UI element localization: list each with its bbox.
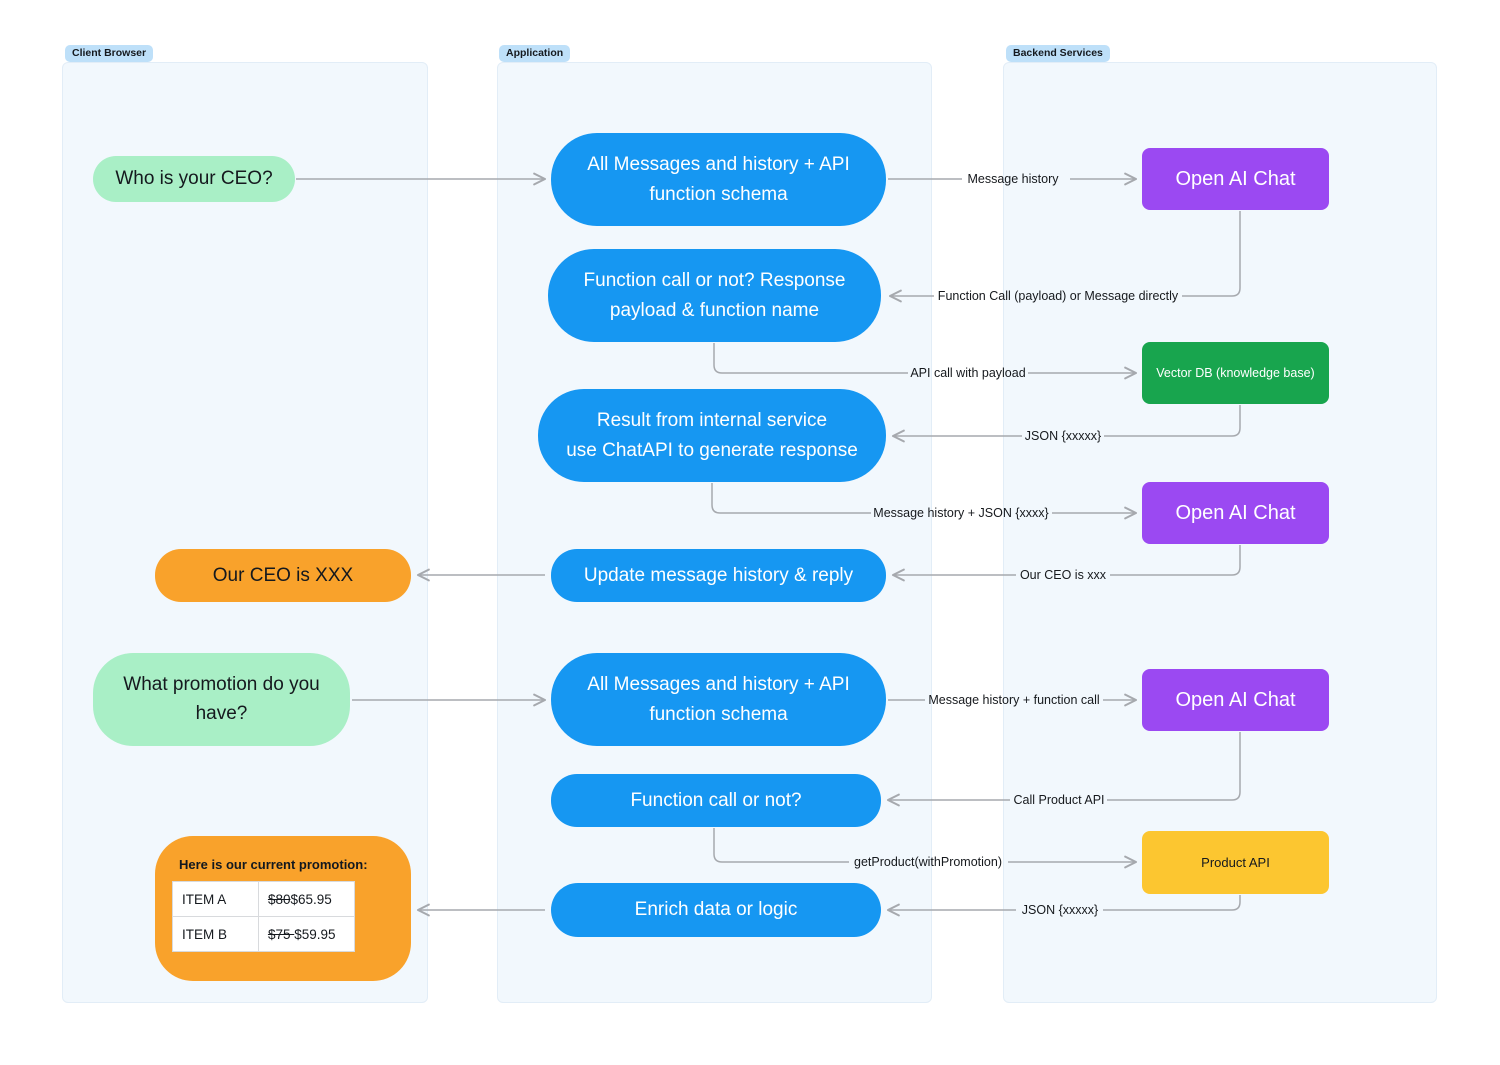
step-line: Result from internal service: [596, 410, 828, 432]
service-label: Vector DB (knowledge base): [1156, 366, 1315, 380]
app-step-update-history: Update message history & reply: [551, 549, 886, 602]
edge-label-history-plus-json: Message history + JSON {xxxx}: [873, 506, 1049, 520]
step-line: All Messages and history + API: [587, 154, 850, 176]
new-price: $59.95: [294, 926, 336, 942]
user-question-ceo-text: Who is your CEO?: [115, 167, 273, 189]
promotion-heading: Here is our current promotion:: [179, 857, 368, 872]
item-name-cell: ITEM A: [172, 881, 259, 917]
edge-label-history-plus-function-call: Message history + function call: [928, 693, 1100, 707]
table-row: ITEM A $80$65.95: [172, 881, 356, 917]
edge-label-message-history: Message history: [967, 172, 1059, 186]
item-name-cell: ITEM B: [172, 916, 259, 952]
openai-chat-box-3: Open AI Chat: [1142, 669, 1329, 731]
item-price-cell: $80$65.95: [257, 881, 356, 917]
app-step-enrich-data: Enrich data or logic: [551, 883, 881, 937]
application-label: Application: [499, 45, 571, 62]
vector-db-box: Vector DB (knowledge base): [1142, 342, 1329, 404]
step-line: Update message history & reply: [583, 564, 854, 586]
service-label: Open AI Chat: [1175, 501, 1296, 524]
app-step-messages-history-2: All Messages and history + API function …: [551, 653, 886, 746]
step-line: Function call or not?: [630, 789, 802, 811]
bot-answer-ceo-text: Our CEO is XXX: [212, 564, 354, 586]
step-line: payload & function name: [609, 299, 820, 321]
edge-label-call-product-api: Call Product API: [1013, 793, 1105, 807]
backend-services-label: Backend Services: [1006, 45, 1110, 62]
app-step-function-call-response: Function call or not? Response payload &…: [548, 249, 881, 342]
user-question-ceo: Who is your CEO?: [93, 156, 295, 202]
promotion-answer-card: Here is our current promotion: ITEM A $8…: [155, 836, 411, 981]
step-line: Function call or not? Response: [583, 270, 846, 292]
app-step-internal-service-result: Result from internal service use ChatAPI…: [538, 389, 886, 482]
step-line: function schema: [649, 183, 788, 205]
step-line: function schema: [649, 703, 788, 725]
user-question-promotion: What promotion do you have?: [93, 653, 350, 746]
step-line: All Messages and history + API: [587, 674, 850, 696]
edge-label-json-1: JSON {xxxxx}: [1024, 429, 1102, 443]
bot-answer-ceo: Our CEO is XXX: [155, 549, 411, 602]
client-browser-label: Client Browser: [65, 45, 154, 62]
user-question-promotion-line2: have?: [195, 702, 248, 724]
openai-chat-box-1: Open AI Chat: [1142, 148, 1329, 210]
step-line: use ChatAPI to generate response: [566, 439, 858, 461]
edge-label-our-ceo: Our CEO is xxx: [1019, 568, 1107, 582]
edge-label-api-call-payload: API call with payload: [910, 366, 1026, 380]
table-row: ITEM B $75 $59.95: [172, 916, 356, 952]
service-label: Product API: [1201, 855, 1270, 870]
old-price: $80: [267, 891, 291, 907]
product-api-box: Product API: [1142, 831, 1329, 894]
edge-label-function-call-or-message: Function Call (payload) or Message direc…: [937, 289, 1179, 303]
old-price: $75: [267, 926, 295, 942]
step-line: Enrich data or logic: [634, 899, 798, 921]
new-price: $65.95: [290, 891, 332, 907]
edge-label-getproduct: getProduct(withPromotion): [854, 855, 1002, 869]
app-step-messages-history-1: All Messages and history + API function …: [551, 133, 886, 226]
app-step-function-call-or-not: Function call or not?: [551, 774, 881, 827]
edge-label-json-2: JSON {xxxxx}: [1021, 903, 1099, 917]
openai-chat-box-2: Open AI Chat: [1142, 482, 1329, 544]
service-label: Open AI Chat: [1175, 688, 1296, 711]
service-label: Open AI Chat: [1175, 167, 1296, 190]
user-question-promotion-line1: What promotion do you: [123, 674, 320, 695]
promotion-table: ITEM A $80$65.95 ITEM B $75 $59.95: [172, 881, 356, 952]
item-price-cell: $75 $59.95: [257, 916, 356, 952]
